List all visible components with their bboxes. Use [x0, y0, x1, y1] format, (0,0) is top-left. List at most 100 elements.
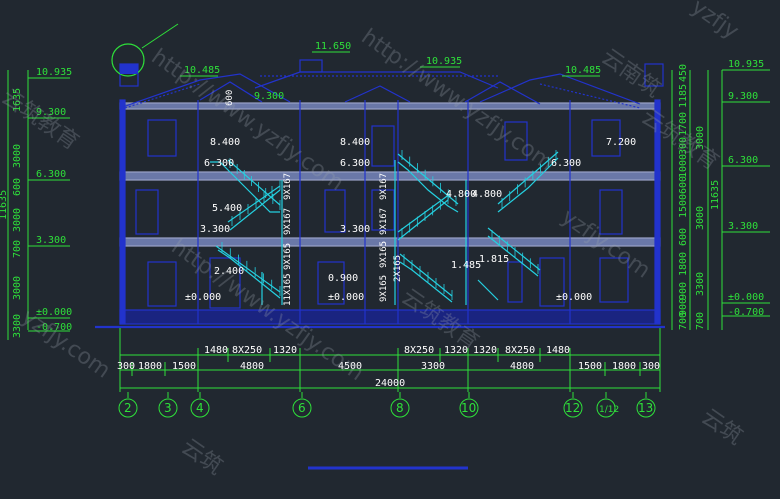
axis-label-4: 4	[196, 401, 204, 415]
right-dim-0: 450	[678, 64, 689, 82]
elev-ground-left: ±0.000	[185, 292, 221, 303]
elev-landing-l-top: 8.400	[210, 137, 240, 148]
left-dim-1: 3000	[12, 144, 23, 168]
elev-landing-5400: 5.400	[212, 203, 242, 214]
axis-label-2: 2	[124, 401, 132, 415]
elev-landing-0900: 0.900	[328, 273, 358, 284]
right-dim-6: 1500	[678, 194, 689, 218]
elev-landing-1485: 1.485	[451, 260, 481, 271]
stair-label: 9X167	[283, 173, 293, 200]
dim-row2-3: 4800	[240, 361, 264, 372]
right-dim-7: 600	[678, 228, 689, 246]
left-dimension-scale: 10.935 9.300 6.300 3.300 ±0.000 -0.700 1…	[0, 67, 72, 340]
elev-eave-mid: 10.935	[420, 56, 462, 68]
right-dim-10: 900	[678, 298, 689, 316]
dim-row2-4: 4500	[338, 361, 362, 372]
stair-label: 11X165	[283, 273, 293, 306]
axis-labels: 2 3 4 6 8 10 12 1/12 13	[124, 401, 653, 415]
stair-label: 2X165	[393, 255, 403, 282]
stair-label: 9X167	[283, 208, 293, 235]
bottom-dimensions: 1480 8X250 1320 8X250 1320 1320 8X250 14…	[117, 328, 661, 392]
svg-text:10.485: 10.485	[184, 65, 220, 76]
right-dim-4: 1000	[678, 154, 689, 178]
dim-row2-7: 1500	[578, 361, 602, 372]
dim-row1-7: 1480	[546, 345, 570, 356]
dim-row2-0: 300	[117, 361, 135, 372]
right-dim-2: 1700	[678, 112, 689, 136]
elevation-tags: 11.650 10.935 10.485 10.485 9.300 600 8.…	[180, 41, 636, 303]
elev-landing-b: 4.800	[472, 189, 502, 200]
dim-row2-8: 1800	[612, 361, 636, 372]
right-dim-3: 300	[678, 137, 689, 155]
stair-riser-labels: 9X167 9X167 9X165 11X165 9X167 9X167 9X1…	[283, 173, 403, 306]
right-total: 11635	[710, 180, 721, 210]
dim-row1-6: 8X250	[505, 345, 535, 356]
stair-label: 9X167	[379, 173, 389, 200]
axis-label-8: 8	[396, 401, 404, 415]
left-level-0: 10.935	[36, 67, 72, 78]
dim-row2-6: 4800	[510, 361, 534, 372]
right-dim-8: 1800	[678, 252, 689, 276]
elev-3f-left: 6.300	[204, 158, 234, 169]
right-sub-2: 3000	[695, 126, 706, 150]
elev-landing-2400: 2.400	[214, 266, 244, 277]
axis-label-6: 6	[298, 401, 306, 415]
watermark: http://www.yzfjy.com	[357, 24, 559, 176]
left-level-3: 3.300	[36, 235, 66, 246]
right-level-1: 9.300	[728, 91, 758, 102]
left-level-2: 6.300	[36, 169, 66, 180]
right-sub-3: 700	[695, 312, 706, 330]
roof	[119, 59, 664, 109]
watermark: 云筑	[697, 404, 747, 450]
svg-text:11.650: 11.650	[315, 41, 351, 52]
stair-label: 9X165	[379, 241, 389, 268]
svg-text:10.485: 10.485	[565, 65, 601, 76]
left-level-4: ±0.000	[36, 307, 72, 318]
left-dim-4: 3300	[12, 314, 23, 338]
elev-3f-mid: 6.300	[340, 158, 370, 169]
elev-landing-r-top: 7.200	[606, 137, 636, 148]
dim-row1-2: 1320	[273, 345, 297, 356]
dim-row1-3: 8X250	[404, 345, 434, 356]
svg-text:10.935: 10.935	[426, 56, 462, 67]
dim-row2-9: 300	[642, 361, 660, 372]
building-structure	[95, 99, 665, 329]
elev-eave-left: 10.485	[180, 65, 220, 77]
right-level-2: 6.300	[728, 155, 758, 166]
dim-row2-1: 1800	[138, 361, 162, 372]
elev-2f-left: 3.300	[200, 224, 230, 235]
dim-row2-2: 1500	[172, 361, 196, 372]
stair-label: 9X165	[283, 243, 293, 270]
elev-ground-right: ±0.000	[556, 292, 592, 303]
axis-label-1-12: 1/12	[599, 405, 619, 415]
stair-label: 9X167	[379, 208, 389, 235]
elev-landing-m-top: 8.400	[340, 137, 370, 148]
right-dimension-scale: 10.935 9.300 6.300 3.300 ±0.000 -0.700 4…	[671, 59, 770, 330]
dim-total: 24000	[375, 378, 405, 389]
right-dim-1: 1185	[678, 84, 689, 108]
left-total: 11635	[0, 190, 9, 220]
right-dim-5: 600	[678, 176, 689, 194]
elev-ground-mid: ±0.000	[328, 292, 364, 303]
right-level-3: 3.300	[728, 221, 758, 232]
axis-label-13: 13	[638, 401, 653, 415]
axis-label-3: 3	[164, 401, 172, 415]
axis-label-10: 10	[461, 401, 476, 415]
elev-3f-right: 6.300	[551, 158, 581, 169]
dim-row1-1: 8X250	[232, 345, 262, 356]
elev-roof-left: 9.300	[254, 91, 284, 102]
watermark: 云筑	[177, 434, 227, 480]
elev-landing-1815: 1.815	[479, 254, 509, 265]
left-dim-2: 3000	[12, 208, 23, 232]
stair-balusters	[221, 150, 557, 300]
right-dim-11: 700	[678, 312, 689, 330]
left-dim-0: 1635	[12, 88, 23, 112]
dim-row1-5: 1320	[473, 345, 497, 356]
right-level-5: -0.700	[728, 307, 764, 318]
stair-label: 9X165	[379, 275, 389, 302]
left-dim-extra: 600	[12, 178, 23, 196]
dim-row1-0: 1480	[204, 345, 228, 356]
axis-label-12: 12	[565, 401, 580, 415]
left-dim-5: 700	[12, 240, 23, 258]
